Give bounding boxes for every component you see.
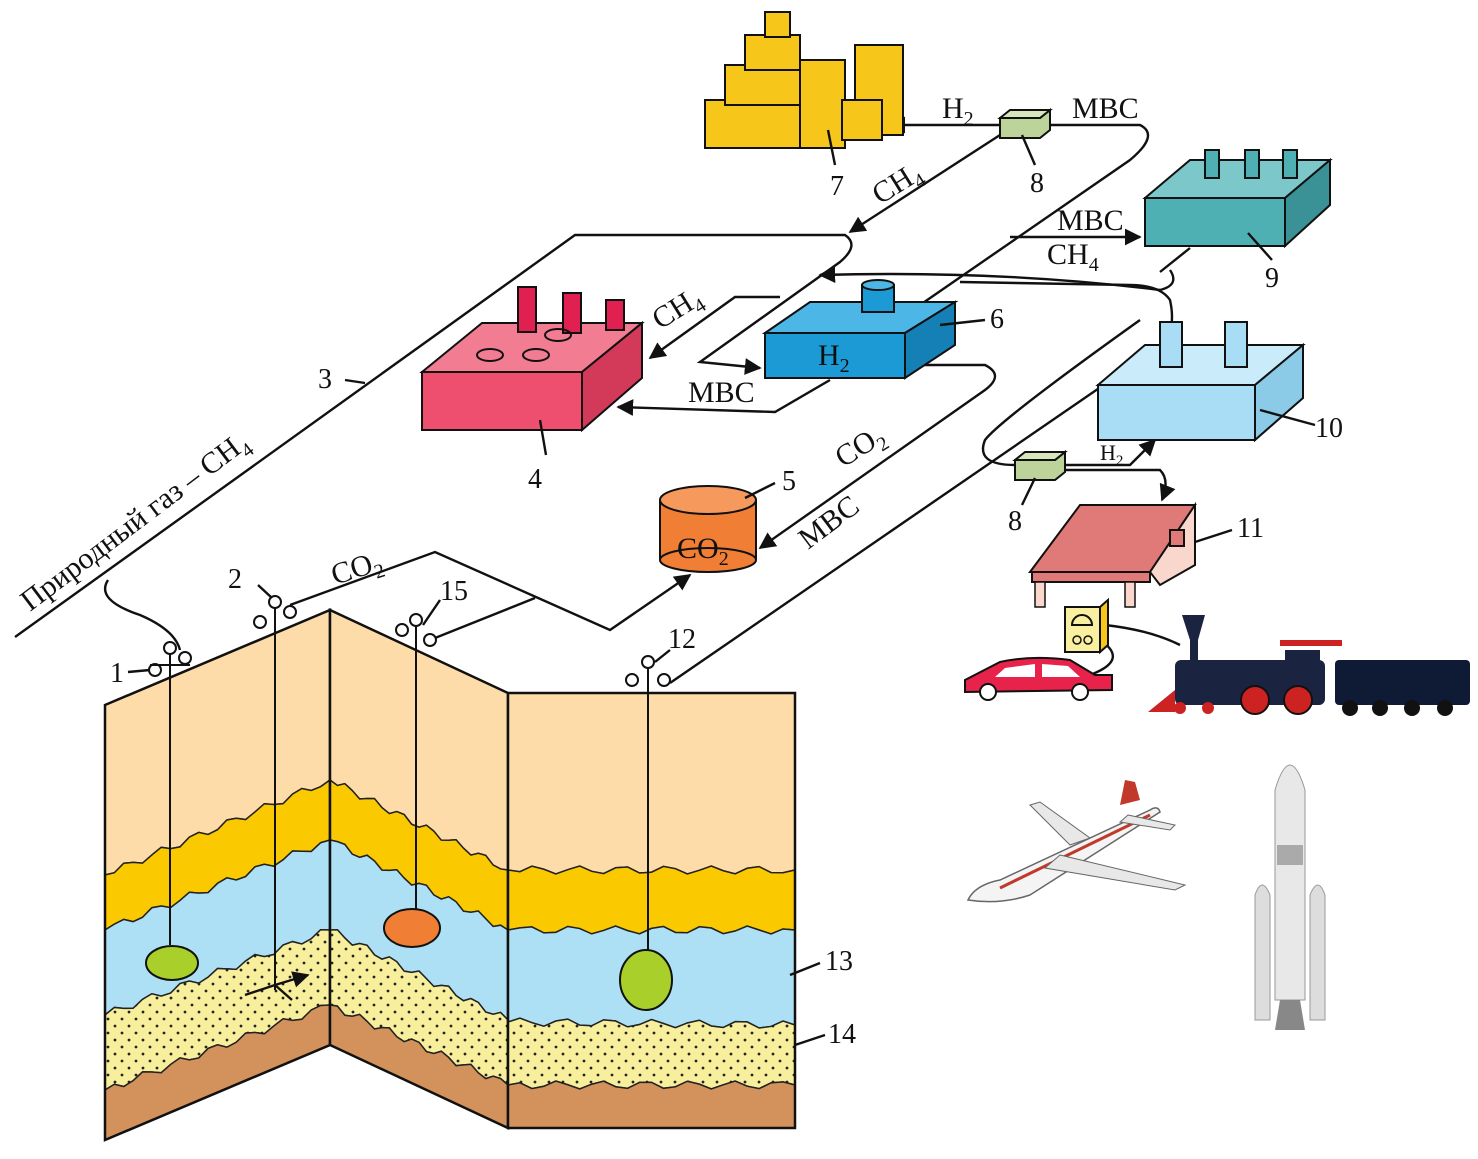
plant-9 xyxy=(1142,149,1333,249)
electric-car xyxy=(964,656,1113,701)
mbc-to-4-line xyxy=(616,378,831,416)
label-1: 1 xyxy=(110,658,124,689)
charging-station xyxy=(1064,597,1109,655)
geological-section xyxy=(103,608,797,1142)
ch4-return-line xyxy=(818,266,1175,292)
garage-11 xyxy=(1028,501,1197,608)
h2-label-top: H2 xyxy=(942,92,974,130)
label-14: 14 xyxy=(828,1019,856,1050)
section-panel-outline xyxy=(506,691,797,1130)
well1-line xyxy=(103,579,182,651)
natural-gas-label: Природный газ – CH4 xyxy=(14,425,258,622)
plant-4 xyxy=(419,286,645,433)
h2-label-6: H2 xyxy=(818,339,850,377)
h2-label-10: H2 xyxy=(1100,440,1123,469)
mbc-label-4: МВС xyxy=(688,376,755,409)
mbc-loop-line xyxy=(919,123,1150,306)
ch4-label-top: CH4 xyxy=(866,156,930,216)
sand-reservoir-layer xyxy=(507,1017,796,1090)
well-2 xyxy=(253,595,297,990)
pipelines xyxy=(14,116,1191,684)
plant-10 xyxy=(1095,321,1306,443)
ch4-to-4-line xyxy=(648,295,780,359)
label-6: 6 xyxy=(990,304,1004,335)
hydrogen-deposit xyxy=(619,949,673,1011)
label-4: 4 xyxy=(528,464,542,495)
mbc-label-9: МВС xyxy=(1057,204,1124,237)
mbc-label-top: МВС xyxy=(1072,92,1139,125)
caprock-layer xyxy=(507,865,796,935)
migration-arrows xyxy=(244,975,308,1001)
rocket xyxy=(1254,764,1326,1030)
co2-storage-deposit xyxy=(383,908,441,948)
co2-tank-5 xyxy=(659,485,757,573)
label-10: 10 xyxy=(1315,413,1343,444)
label-3: 3 xyxy=(318,364,332,395)
co2-well-line xyxy=(289,550,692,632)
well15-line xyxy=(429,596,536,642)
label-15: 15 xyxy=(440,576,468,607)
label-2: 2 xyxy=(228,564,242,595)
well-15 xyxy=(395,613,437,910)
ch4-to-7-line xyxy=(848,133,1001,234)
basement-layer xyxy=(507,1080,796,1129)
ch4-label-4: CH4 xyxy=(646,281,710,341)
natural-gas-pipeline xyxy=(14,233,853,638)
co2-label-well: CO2 xyxy=(327,544,388,596)
wells xyxy=(145,595,673,1011)
ch4-label-9: CH4 xyxy=(1047,238,1099,276)
label-7: 7 xyxy=(830,171,844,202)
label-13: 13 xyxy=(825,946,853,977)
label-5: 5 xyxy=(782,466,796,497)
well-12 xyxy=(625,655,671,955)
h2-to-10-line xyxy=(1065,438,1157,467)
co2-line xyxy=(758,363,997,549)
gas-deposit xyxy=(145,945,199,981)
ch4-from-9-line xyxy=(1159,247,1191,273)
label-12: 12 xyxy=(668,624,696,655)
loop-to-8 xyxy=(981,319,1141,467)
city-7 xyxy=(704,11,904,149)
label-9: 9 xyxy=(1265,263,1279,294)
topsoil-layer xyxy=(507,692,796,875)
airplane xyxy=(966,780,1187,903)
label-8-top: 8 xyxy=(1030,168,1044,199)
label-11: 11 xyxy=(1237,513,1264,544)
storage-box-8-top xyxy=(997,107,1053,139)
label-8-bottom: 8 xyxy=(1008,506,1022,537)
well-1 xyxy=(148,641,192,945)
co2-label-pipe: CO2 xyxy=(829,419,893,479)
locomotive xyxy=(1148,615,1470,716)
storage-box-8-bottom xyxy=(1012,449,1068,481)
h2-to-11-line xyxy=(1065,468,1176,502)
co2-label-tank: CO2 xyxy=(677,532,729,570)
plant-6 xyxy=(761,279,959,380)
